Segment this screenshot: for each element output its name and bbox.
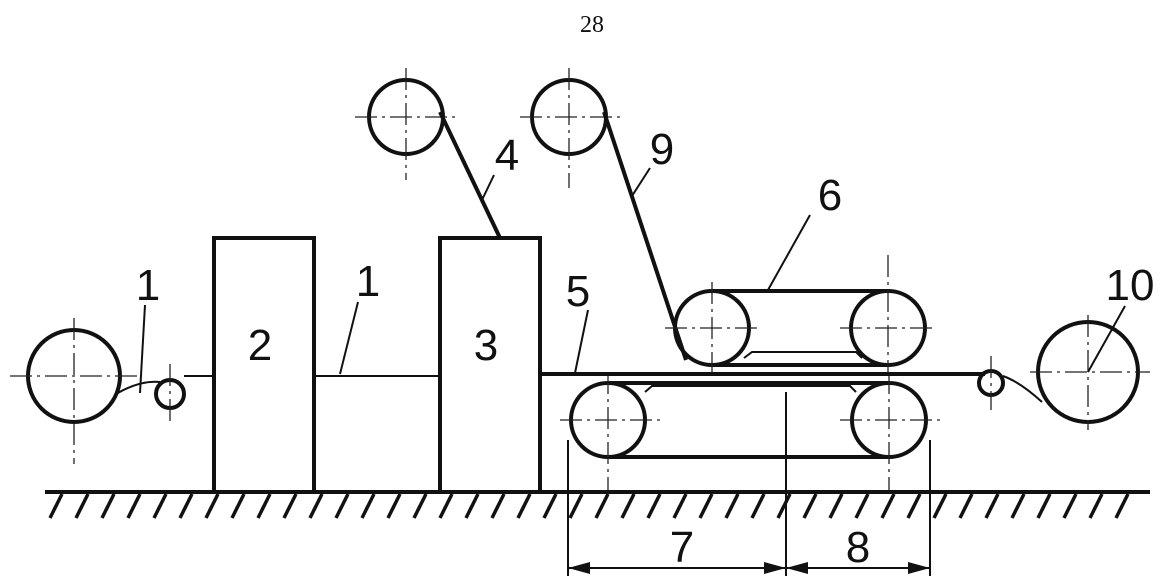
hatch-mark [438, 493, 454, 519]
upper-pressure-plate [743, 351, 863, 359]
product-to-rewind [1002, 375, 1043, 403]
label-1-left: 1 [136, 261, 160, 310]
leader-9 [631, 167, 651, 197]
hatch-mark [724, 493, 740, 519]
leader-1-mid [339, 301, 359, 375]
hatch-mark [464, 493, 480, 519]
hatch-mark [906, 493, 922, 519]
hatch-mark [1036, 493, 1052, 519]
hatch-mark [178, 493, 194, 519]
hatch-mark [1088, 493, 1104, 519]
arrow-7-right [764, 562, 786, 574]
hatch-mark [776, 493, 792, 519]
hatch-mark [334, 493, 350, 519]
hatch-mark [204, 493, 220, 519]
hatch-mark [750, 493, 766, 519]
label-10: 10 [1106, 261, 1155, 310]
hatch-mark [984, 493, 1000, 519]
hatch-mark [152, 493, 168, 519]
hatch-mark [100, 493, 116, 519]
hatch-mark [880, 493, 896, 519]
hatch-mark [932, 493, 948, 519]
zone-dimensions: 7 8 [567, 392, 931, 576]
arrow-8-right [908, 562, 930, 574]
hatch-mark [672, 493, 688, 519]
leader-4 [481, 174, 495, 201]
hatch-mark [74, 493, 90, 519]
hatch-mark [412, 493, 428, 519]
hatch-mark [490, 493, 506, 519]
label-8: 8 [846, 523, 870, 572]
hatch-mark [958, 493, 974, 519]
label-9: 9 [650, 125, 674, 174]
hatch-mark [256, 493, 272, 519]
arrow-8-left [786, 562, 808, 574]
layer-9-web [602, 111, 688, 361]
hatch-mark [568, 493, 584, 519]
hatch-mark [360, 493, 376, 519]
unit-2: 2 [212, 236, 316, 494]
unit-3: 3 [438, 236, 542, 494]
label-3: 3 [474, 321, 498, 370]
floor-hatching [48, 493, 1130, 519]
hatch-mark [516, 493, 532, 519]
rewind-roll-10 [1030, 315, 1150, 430]
guide-roller-left [154, 364, 186, 422]
layer-4-web [438, 111, 502, 239]
leader-6 [767, 214, 811, 291]
label-7: 7 [670, 523, 694, 572]
hatch-mark [126, 493, 142, 519]
hatch-mark [620, 493, 636, 519]
lower-belt-press [560, 372, 940, 490]
hatch-mark [854, 493, 870, 519]
guide-roller-right [977, 356, 1005, 410]
hatch-mark [282, 493, 298, 519]
hatch-mark [1114, 493, 1130, 519]
hatch-mark [48, 493, 64, 519]
leader-1-left [139, 304, 146, 394]
hatch-mark [646, 493, 662, 519]
upper-belt-press-6 [665, 255, 935, 375]
leader-5 [574, 309, 589, 374]
unwind-roll-left [10, 318, 140, 464]
hatch-mark [828, 493, 844, 519]
hatch-mark [542, 493, 558, 519]
label-4: 4 [495, 131, 519, 180]
film-1-left [115, 380, 161, 395]
lower-pressure-plate [644, 385, 857, 393]
hatch-mark [1062, 493, 1078, 519]
hatch-mark [308, 493, 324, 519]
page-number: 28 [580, 12, 604, 38]
floor-line [45, 490, 1150, 519]
label-6: 6 [818, 171, 842, 220]
label-1-mid: 1 [356, 257, 380, 306]
label-5: 5 [566, 267, 590, 316]
hatch-mark [594, 493, 610, 519]
hatch-mark [386, 493, 402, 519]
leader-10 [1087, 305, 1126, 373]
hatch-mark [698, 493, 714, 519]
label-2: 2 [248, 321, 272, 370]
arrow-7-left [568, 562, 590, 574]
hatch-mark [230, 493, 246, 519]
hatch-mark [802, 493, 818, 519]
hatch-mark [1010, 493, 1026, 519]
